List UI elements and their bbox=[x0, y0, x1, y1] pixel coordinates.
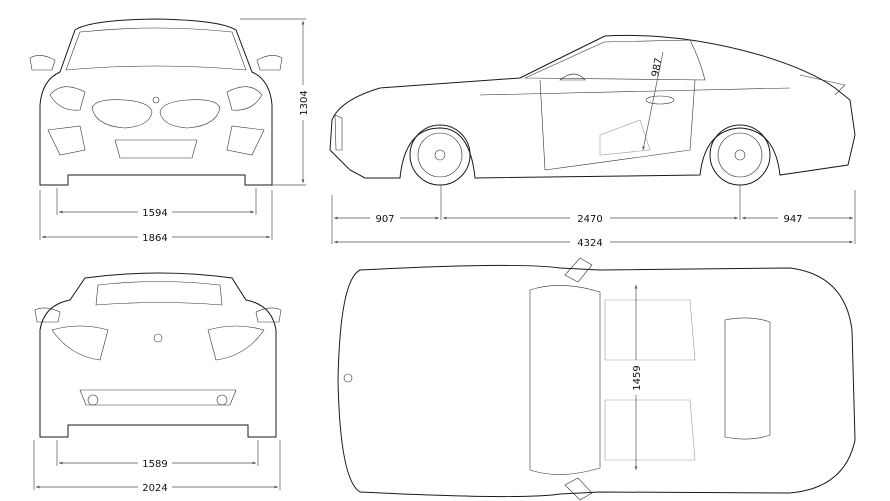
windshield-top bbox=[529, 285, 601, 475]
front-wheel bbox=[409, 124, 471, 186]
left-kidney-grille bbox=[91, 99, 153, 129]
overall-length-label: 4324 bbox=[577, 238, 602, 249]
front-overhang-label: 907 bbox=[375, 214, 394, 225]
overall-width-label: 1864 bbox=[142, 233, 167, 244]
top-mirror-upper bbox=[564, 257, 593, 283]
wheelbase-label: 2470 bbox=[577, 214, 602, 225]
dimension-lines bbox=[33, 18, 856, 490]
left-exhaust bbox=[87, 394, 99, 406]
side-grille bbox=[334, 114, 343, 151]
lower-front-grille bbox=[114, 139, 198, 159]
top-mirror-lower bbox=[564, 477, 593, 501]
rear-wheel bbox=[709, 124, 771, 186]
overall-height-label: 1304 bbox=[299, 90, 310, 115]
front-track-label: 1594 bbox=[142, 208, 167, 219]
headroom-label: 987 bbox=[650, 57, 665, 78]
rear-view bbox=[34, 272, 282, 438]
rear-overhang-label: 947 bbox=[783, 214, 802, 225]
right-exhaust bbox=[216, 394, 228, 406]
interior-width-label: 1459 bbox=[632, 365, 643, 390]
door-handle bbox=[645, 95, 675, 105]
side-view bbox=[329, 34, 856, 186]
rear-badge bbox=[153, 333, 163, 343]
front-badge bbox=[152, 96, 160, 104]
side-mirror bbox=[559, 73, 586, 81]
rear-deck bbox=[724, 317, 771, 440]
rear-window bbox=[95, 281, 223, 306]
top-view bbox=[337, 257, 856, 501]
top-badge bbox=[343, 373, 353, 383]
right-kidney-grille bbox=[159, 99, 221, 129]
width-with-mirrors-label: 2024 bbox=[142, 483, 167, 494]
rear-track-label: 1589 bbox=[142, 459, 167, 470]
front-view bbox=[29, 18, 283, 186]
